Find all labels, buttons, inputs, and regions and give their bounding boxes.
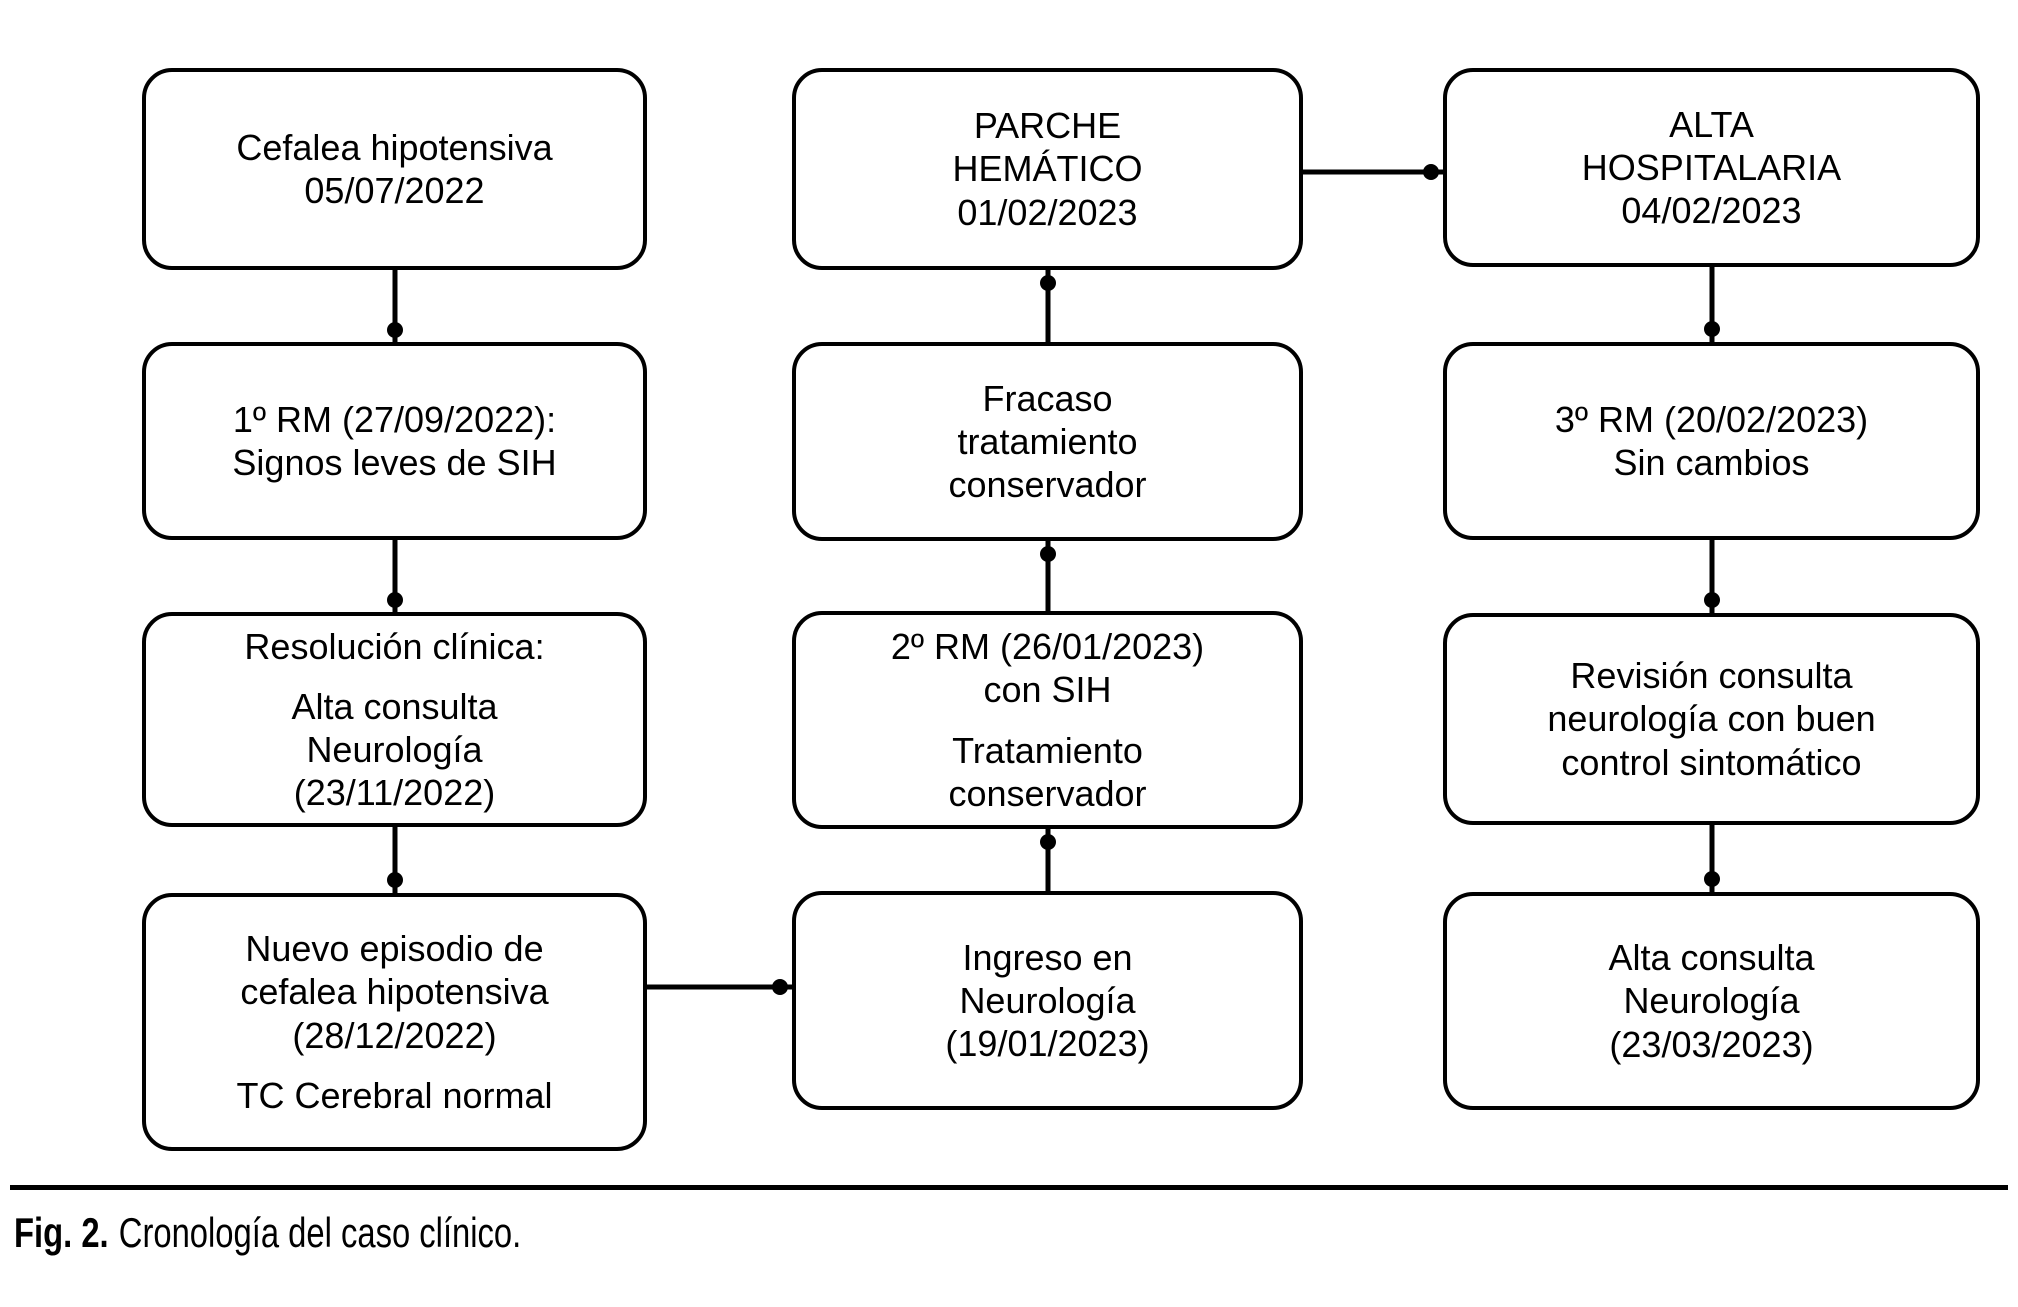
node-nuevo-episodio: Nuevo episodio de cefalea hipotensiva (2… (142, 893, 647, 1151)
connector-dot (1704, 321, 1720, 337)
node-cefalea-hipotensiva: Cefalea hipotensiva 05/07/2022 (142, 68, 647, 270)
node-text: Cefalea hipotensiva 05/07/2022 (236, 126, 553, 211)
node-text: 3º RM (20/02/2023) Sin cambios (1554, 398, 1869, 483)
node-text: 2º RM (26/01/2023) con SIH (890, 626, 1205, 711)
node-text: ALTA HOSPITALARIA 04/02/2023 (1581, 103, 1842, 232)
node-text: TC Cerebral normal (236, 1074, 553, 1116)
node-ingreso-neurologia: Ingreso en Neurología (19/01/2023) (792, 891, 1303, 1110)
connector-parche-alta-hospitalaria (1303, 164, 1443, 180)
node-parche-hematico: PARCHE HEMÁTICO 01/02/2023 (792, 68, 1303, 270)
node-rm3: 3º RM (20/02/2023) Sin cambios (1443, 342, 1980, 540)
node-text: Alta consulta Neurología (23/03/2023) (1608, 937, 1815, 1065)
node-rm1: 1º RM (27/09/2022): Signos leves de SIH (142, 342, 647, 540)
connector-dot (1040, 275, 1056, 291)
node-text: Fracaso tratamiento conservador (948, 377, 1147, 506)
connector-dot (1704, 871, 1720, 887)
node-text: 1º RM (27/09/2022): Signos leves de SIH (232, 398, 557, 483)
connector-dot (1704, 592, 1720, 608)
connector-dot (387, 322, 403, 338)
node-revision-consulta: Revisión consulta neurología con buen co… (1443, 613, 1980, 825)
node-text: Revisión consulta neurología con buen co… (1547, 655, 1876, 783)
connector-nuevo-episodio-ingreso (647, 979, 792, 995)
figure-caption-label: Fig. 2. (14, 1209, 109, 1256)
connector-dot (1040, 834, 1056, 850)
connector-alta-hospitalaria-rm3 (1704, 267, 1720, 342)
connector-fracaso-parche (1040, 270, 1056, 342)
connector-rm1-resolucion (387, 540, 403, 612)
node-text: Tratamiento conservador (948, 729, 1147, 814)
connector-cefalea-rm1 (387, 270, 403, 342)
node-alta-consulta: Alta consulta Neurología (23/03/2023) (1443, 892, 1980, 1110)
connector-revision-alta-consulta (1704, 825, 1720, 892)
figure-caption-text: Cronología del caso clínico. (118, 1209, 522, 1256)
node-resolucion-clinica: Resolución clínica: Alta consulta Neurol… (142, 612, 647, 827)
connector-dot (1423, 164, 1439, 180)
node-text: Resolución clínica: (244, 625, 545, 667)
connector-dot (772, 979, 788, 995)
connector-resolucion-nuevo-episodio (387, 827, 403, 893)
node-rm2: 2º RM (26/01/2023) con SIH Tratamiento c… (792, 611, 1303, 829)
node-alta-hospitalaria: ALTA HOSPITALARIA 04/02/2023 (1443, 68, 1980, 267)
caption-divider (10, 1185, 2008, 1190)
node-text: PARCHE HEMÁTICO 01/02/2023 (952, 105, 1143, 233)
node-text: Nuevo episodio de cefalea hipotensiva (2… (240, 928, 549, 1056)
connector-dot (387, 592, 403, 608)
node-fracaso-tratamiento: Fracaso tratamiento conservador (792, 342, 1303, 541)
node-text: Alta consulta Neurología (23/11/2022) (291, 685, 498, 814)
connector-rm2-fracaso (1040, 541, 1056, 611)
connector-rm3-revision (1704, 540, 1720, 613)
connector-dot (1040, 546, 1056, 562)
figure-caption: Fig. 2.Cronología del caso clínico. (14, 1208, 1496, 1258)
node-text: Ingreso en Neurología (19/01/2023) (945, 936, 1150, 1065)
connector-dot (387, 872, 403, 888)
connector-ingreso-rm2 (1040, 829, 1056, 891)
